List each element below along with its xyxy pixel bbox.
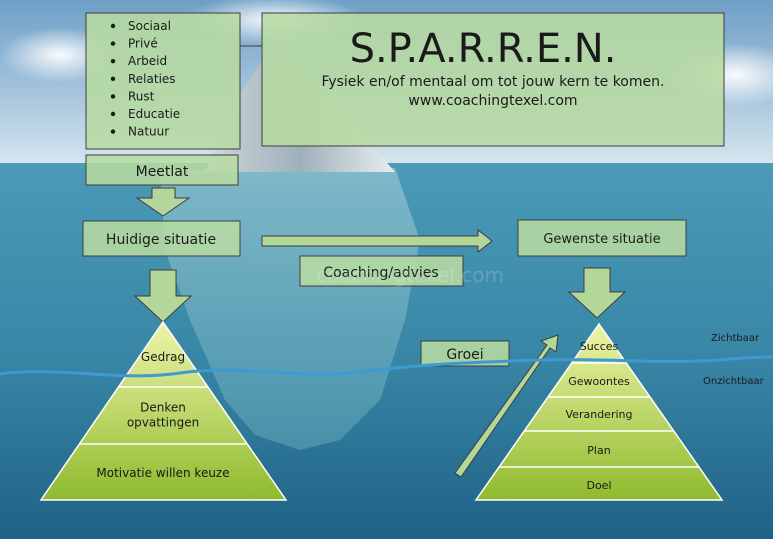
title-box: S.P.A.R.R.E.N. Fysiek en/of mentaal om t…	[261, 12, 725, 147]
arrow-down-2	[133, 269, 193, 323]
groei-label: Groei	[446, 347, 483, 363]
life-area-item: Natuur	[128, 125, 169, 139]
waterline	[0, 355, 773, 378]
page-title: S.P.A.R.R.E.N.	[350, 26, 617, 72]
growth-arrow	[454, 334, 559, 478]
huidige-situatie-bg	[82, 220, 241, 257]
pyramid-level-label: Plan	[587, 444, 610, 457]
zichtbaar-label: Zichtbaar	[711, 333, 760, 344]
life-area-item: Relaties	[128, 72, 176, 86]
meetlat-box: Meetlat	[85, 154, 239, 186]
life-area-item: Rust	[128, 89, 155, 103]
life-areas-box: SociaalPrivéArbeidRelatiesRustEducatieNa…	[85, 12, 241, 150]
life-area-item: Privé	[128, 37, 158, 51]
pyramid-level-label: Motivatie willen keuze	[96, 466, 229, 480]
gewenste-situatie-box: Gewenste situatie	[517, 219, 687, 257]
pyramid-level-label: opvattingen	[127, 416, 199, 430]
life-areas-bg	[85, 12, 241, 150]
bullet-icon	[110, 129, 116, 134]
life-areas-list: SociaalPrivéArbeidRelatiesRustEducatieNa…	[110, 19, 180, 139]
life-area-item: Sociaal	[128, 19, 171, 33]
coaching-advies-bg	[299, 255, 464, 287]
coaching-advies-label: Coaching/advies	[323, 265, 438, 281]
bullet-icon	[110, 94, 116, 99]
coaching-advies-box: Coaching/advies	[299, 255, 464, 287]
pyramid-level-label: Gewoontes	[568, 375, 630, 388]
bullet-icon	[110, 41, 116, 46]
meetlat-label: Meetlat	[136, 164, 189, 180]
pyramid-level-label: Doel	[586, 479, 611, 492]
bullet-icon	[110, 111, 116, 117]
pyramid-level-label: Verandering	[566, 408, 633, 421]
bullet-icon	[110, 76, 116, 82]
arrow-down-3	[567, 267, 627, 319]
life-area-item: Arbeid	[128, 54, 167, 68]
bullet-icon	[110, 23, 116, 29]
gewenste-situatie-label: Gewenste situatie	[543, 232, 660, 247]
pyramid-level-label: Gedrag	[141, 350, 185, 364]
meetlat-bg	[85, 154, 239, 186]
website-url: www.coachingtexel.com	[408, 93, 577, 109]
gewenste-situatie-bg	[517, 219, 687, 257]
arrow-down-1	[135, 187, 191, 217]
left-pyramid-shape	[39, 320, 288, 501]
huidige-situatie-label: Huidige situatie	[106, 232, 216, 248]
onzichtbaar-label: Onzichtbaar	[703, 376, 765, 387]
bullet-icon	[110, 59, 116, 64]
life-area-item: Educatie	[128, 107, 180, 121]
pyramid-level-label: Succes	[580, 340, 619, 353]
right-pyramid-shape	[474, 322, 724, 501]
subtitle: Fysiek en/of mentaal om tot jouw kern te…	[322, 74, 665, 90]
arrow-right	[261, 228, 493, 254]
pyramid-level-label: Denken	[140, 401, 186, 415]
title-box-bg	[261, 12, 725, 147]
watermark: coachingtexel.com	[316, 263, 504, 287]
huidige-situatie-box: Huidige situatie	[82, 220, 241, 257]
